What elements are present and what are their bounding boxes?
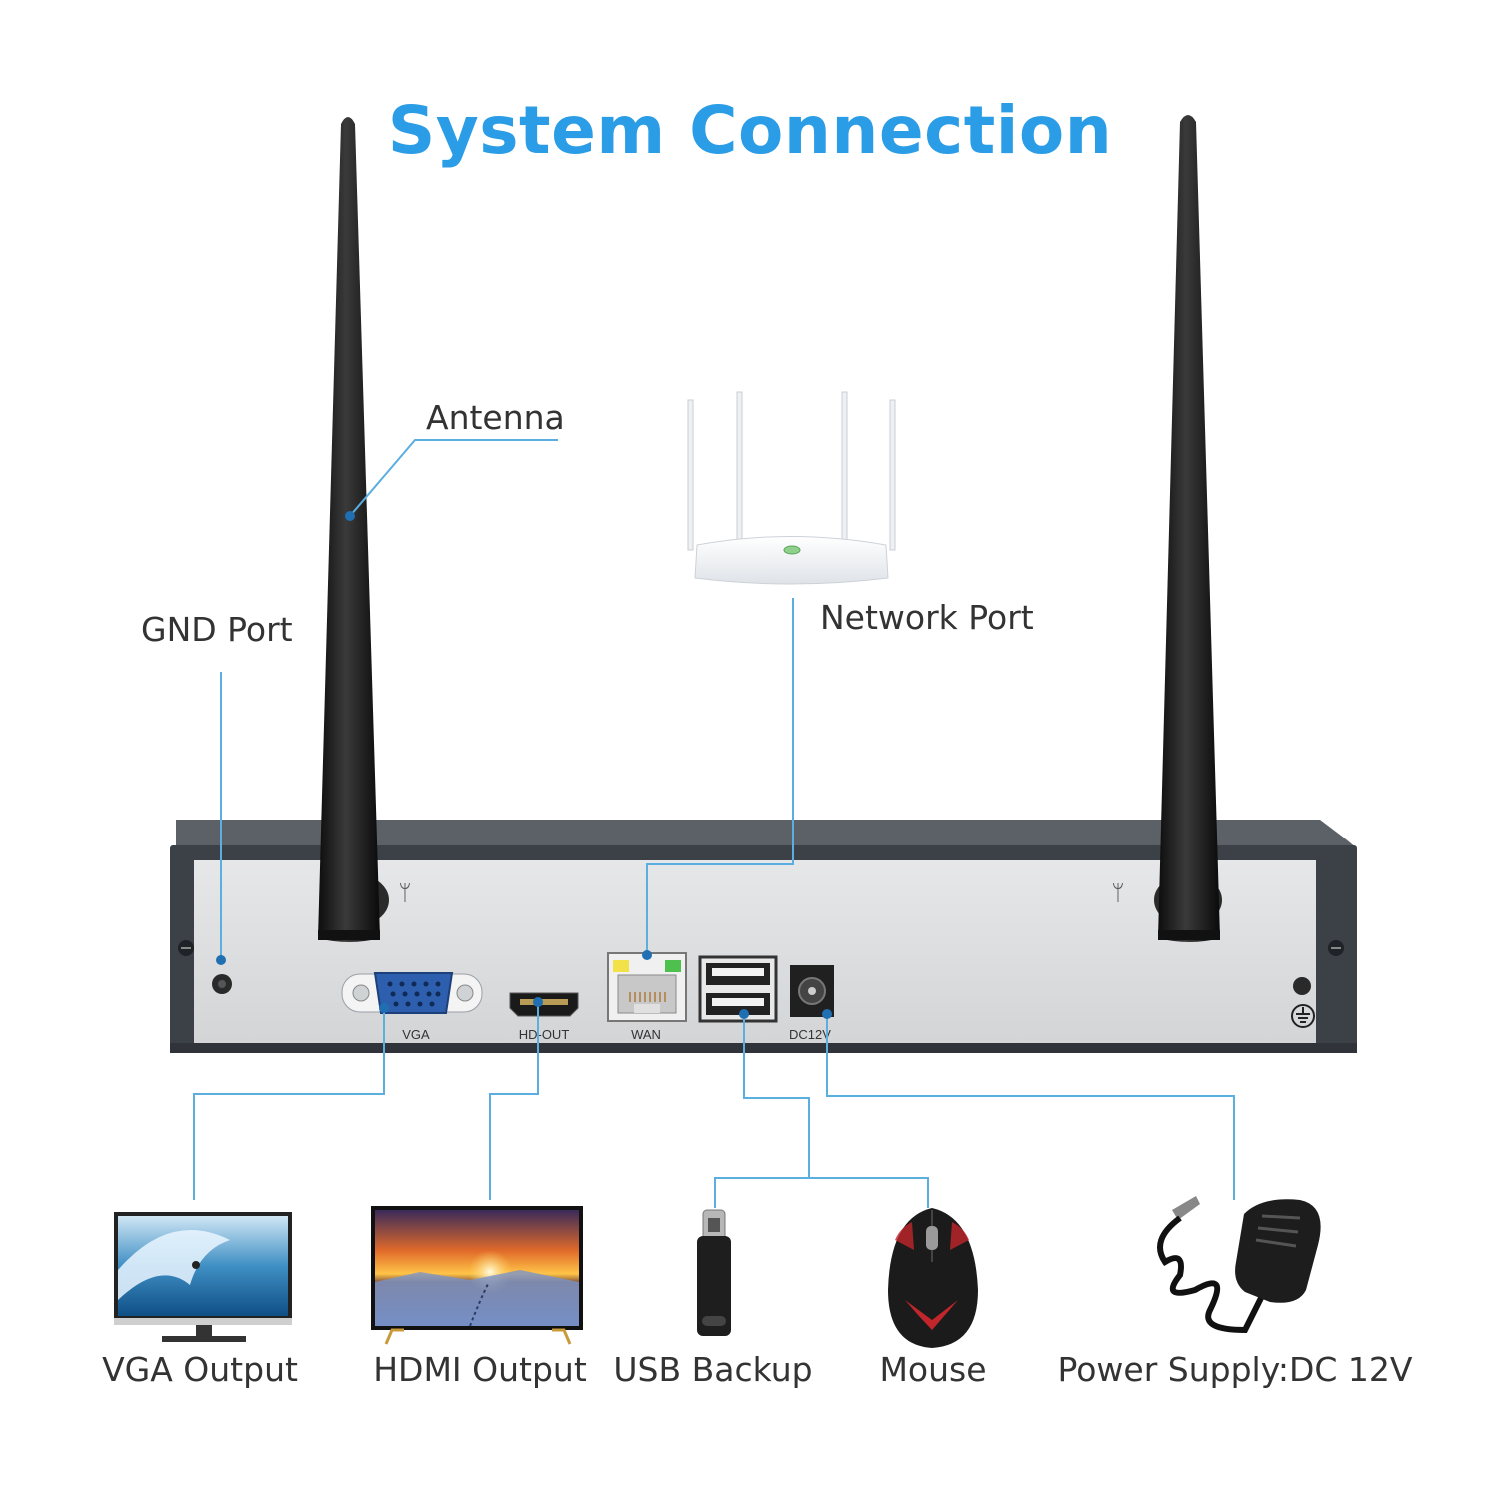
gnd-port [212,974,232,994]
router-icon [687,391,896,585]
svg-text:ᛘ: ᛘ [398,881,411,906]
connection-lines [193,439,1235,1208]
hdmi-tv-icon [371,1206,583,1345]
usb-backup-label: USB Backup [613,1350,813,1389]
usb-ports [698,955,778,1023]
mouse-label: Mouse [879,1350,987,1389]
hdmi-port-label: HD-OUT [519,1027,570,1042]
vga-port-label: VGA [402,1027,430,1042]
svg-text:ᛘ: ᛘ [1111,881,1124,906]
connection-dots [216,511,832,1019]
wan-port-label: WAN [631,1027,661,1042]
right-antenna [1154,115,1222,942]
network-port-label: Network Port [820,598,1034,637]
ground-symbol-icon [1291,977,1315,1028]
usb-drive-icon [697,1209,731,1336]
mouse-icon [888,1208,978,1348]
wan-port: WAN [607,952,687,1042]
hdmi-port: HD-OUT [509,992,579,1042]
vga-output-label: VGA Output [102,1350,298,1389]
hdmi-output-label: HDMI Output [373,1350,587,1389]
gnd-port-label: GND Port [141,610,293,649]
dc-power-port: DC12V [789,965,834,1042]
left-antenna [318,117,389,942]
vga-monitor-icon [114,1212,292,1342]
power-adapter-icon [1157,1196,1321,1334]
antenna-label: Antenna [426,398,565,437]
dc-port-label: DC12V [789,1027,831,1042]
vga-port: VGA [341,972,483,1042]
page-title: System Connection [387,92,1113,169]
power-supply-label: Power Supply:DC 12V [1057,1350,1413,1389]
